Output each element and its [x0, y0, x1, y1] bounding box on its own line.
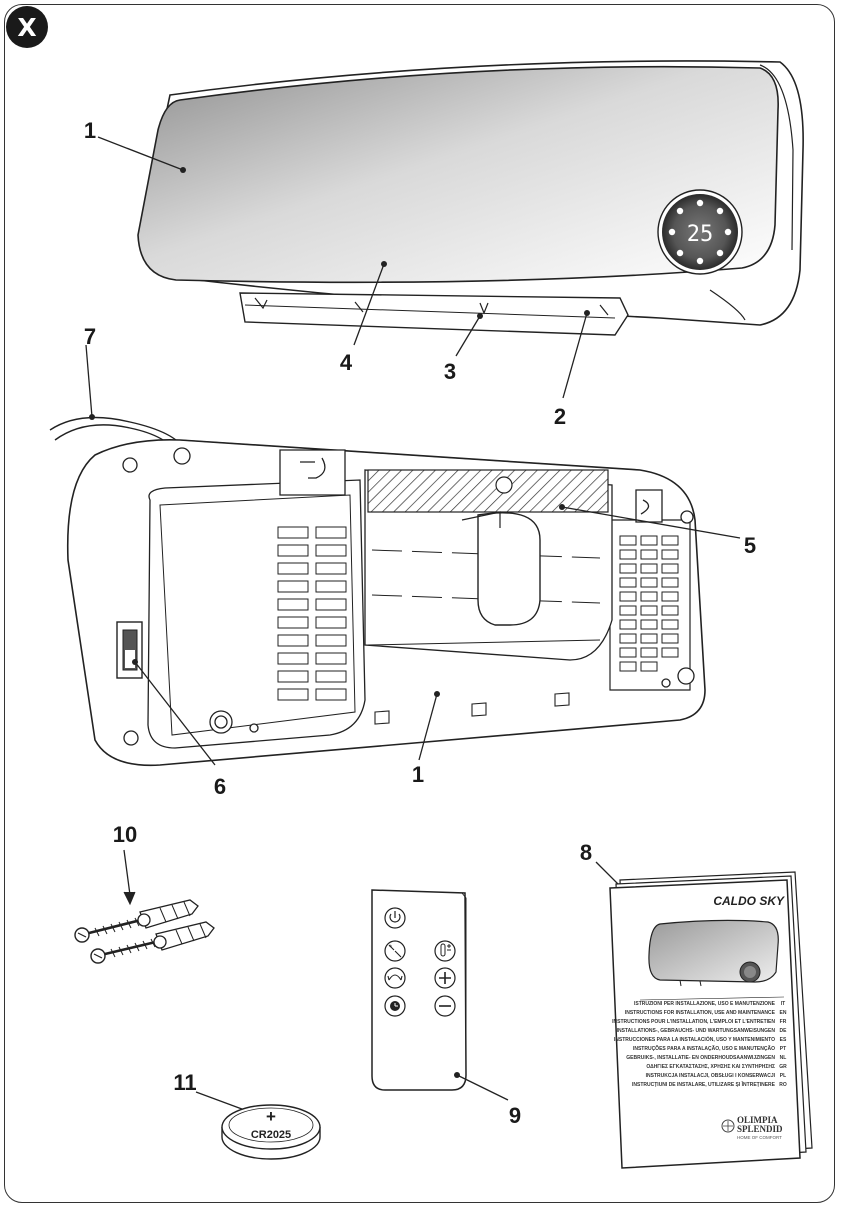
heater-rear-view [49, 414, 706, 767]
manual-language-list: ISTRUZIONI PER INSTALLAZIONE, USO E MANU… [612, 996, 788, 1088]
callout-11: 11 [173, 1070, 196, 1095]
battery-model: CR2025 [251, 1129, 291, 1141]
callout-9: 9 [509, 1103, 521, 1128]
callout-6: 6 [214, 774, 226, 799]
svg-text:DE: DE [780, 1028, 788, 1034]
power-switch [116, 621, 143, 679]
lang-row-9: INSTRUCȚIUNI DE INSTALARE, UTILIZARE ȘI … [632, 1080, 776, 1088]
air-outlet-louver [239, 292, 629, 336]
svg-text:SPLENDID: SPLENDID [737, 1124, 783, 1134]
touch-indicator-dots [668, 199, 732, 265]
svg-text:IT: IT [781, 1001, 785, 1007]
callout-1-top: 1 [84, 118, 96, 143]
lang-row-4: INSTRUCCIONES PARA LA INSTALACIÓN, USO Y… [614, 1035, 775, 1043]
lang-row-5: INSTRUÇÕES PARA A INSTALAÇÃO, USO E MANU… [633, 1045, 775, 1052]
manual-title: CALDO SKY [713, 894, 785, 908]
svg-text:HOME OF COMFORT: HOME OF COMFORT [737, 1135, 782, 1140]
svg-text:*: * [389, 944, 392, 951]
lang-row-3: INSTALLATIONS-, GEBRAUCHS- UND WARTUNGSA… [617, 1028, 776, 1034]
screws-and-wall-plugs [74, 849, 215, 964]
callout-7: 7 [84, 324, 96, 349]
callout-1-bottom: 1 [412, 762, 424, 787]
callout-10: 10 [113, 822, 137, 847]
svg-text:FR: FR [780, 1019, 787, 1025]
wall-mount-slots [279, 449, 663, 523]
svg-text:RO: RO [779, 1082, 787, 1088]
svg-text:OLIMPIA: OLIMPIA [737, 1115, 778, 1125]
svg-text:GR: GR [779, 1064, 787, 1070]
lang-row-2: INSTRUCTIONS POUR L'INSTALLATION, L'EMPL… [612, 1019, 775, 1025]
callout-5: 5 [744, 533, 756, 558]
cr2025-battery: + CR2025 [221, 1104, 321, 1160]
figure-badge: X [6, 6, 48, 48]
svg-text:PL: PL [780, 1073, 786, 1079]
rear-vent-grille-right [619, 535, 679, 672]
lang-row-7: ΟΔΗΓΙΕΣ ΕΓΚΑΤΑΣΤΑΣΗΣ, ΧΡΗΣΗΣ ΚΑΙ ΣΥΝΤΗΡΗ… [646, 1064, 775, 1070]
instruction-manual: CALDO SKY ISTRUZIONI PER INSTALLAZIONE, … [609, 871, 813, 1169]
manual-brand-logo: OLIMPIA SPLENDID HOME OF COMFORT [721, 1115, 783, 1140]
svg-text:NL: NL [780, 1055, 787, 1061]
remote-control: * [371, 889, 467, 1091]
oscillation-icon [384, 967, 406, 989]
temperature-readout: 25 [687, 222, 714, 247]
svg-text:ES: ES [780, 1037, 787, 1043]
lang-row-0: ISTRUZIONI PER INSTALLAZIONE, USO E MANU… [634, 1001, 776, 1007]
svg-text:PT: PT [780, 1046, 786, 1052]
figure-frame [4, 4, 835, 1203]
rear-vent-grille-left [277, 526, 347, 701]
control-display: 25 [657, 189, 743, 275]
battery-polarity: + [266, 1107, 276, 1126]
callout-2: 2 [554, 404, 566, 429]
lang-row-1: INSTRUCTIONS FOR INSTALLATION, USE AND M… [625, 1010, 776, 1016]
lang-row-6: GEBRUIKS-, INSTALLATIE- EN ONDERHOUDSAAN… [626, 1055, 775, 1061]
callout-8: 8 [580, 840, 592, 865]
heater-front-view: 25 [137, 60, 804, 336]
lang-row-8: INSTRUKCJA INSTALACJI, OBSŁUGI I KONSERW… [646, 1073, 776, 1079]
callout-4: 4 [340, 350, 353, 375]
air-intake-filter [367, 469, 609, 513]
svg-text:EN: EN [780, 1010, 787, 1016]
glass-front-panel [137, 65, 779, 284]
callout-3: 3 [444, 359, 456, 384]
